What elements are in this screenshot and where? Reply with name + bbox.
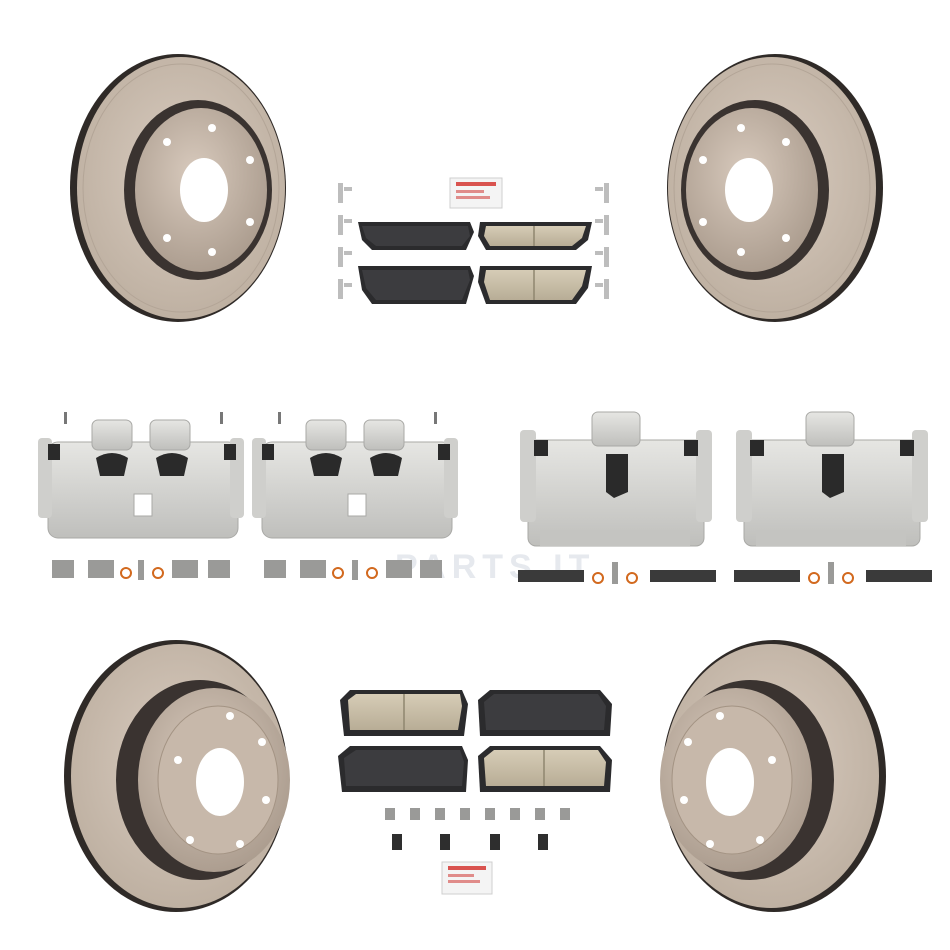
rotor-center-bore: [725, 158, 773, 222]
rotor-center-bore: [180, 158, 228, 222]
brake-pads-front-set: [338, 690, 612, 895]
caliper-hardware-row: [52, 560, 932, 584]
rotor-center-bore: [706, 748, 754, 816]
grease-packet: [449, 177, 503, 209]
rotor-rear-left: [64, 640, 290, 912]
brake-pads-rear-set: [338, 177, 609, 304]
rotor-center-bore: [196, 748, 244, 816]
rotor-rear-right: [660, 640, 886, 912]
caliper-front-left: [38, 412, 244, 539]
rotor-front-left: [70, 54, 286, 322]
rotor-front-right: [667, 54, 883, 322]
caliper-front-right: [252, 412, 458, 539]
caliper-rear-right: [736, 411, 928, 547]
grease-packet: [441, 861, 493, 895]
caliper-rear-left: [520, 411, 712, 547]
